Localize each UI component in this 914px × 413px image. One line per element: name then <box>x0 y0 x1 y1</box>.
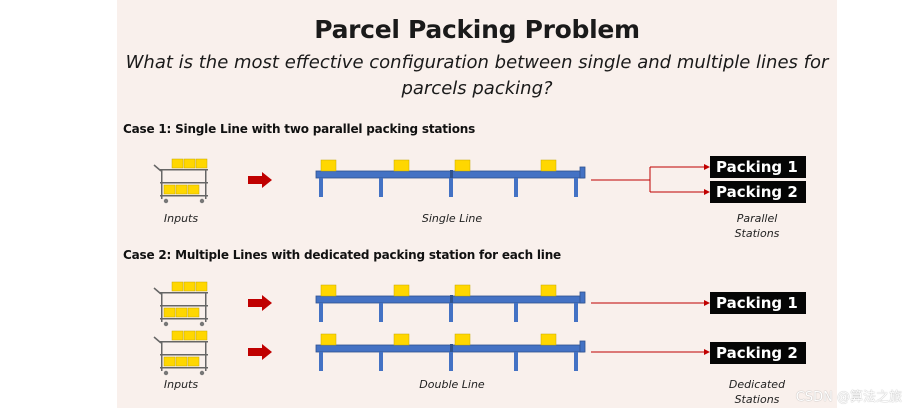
case-1-line-label: Single Line <box>421 212 483 225</box>
case-2-packing-station-1: Packing 1 <box>710 292 806 314</box>
page-title: Parcel Packing Problem <box>314 15 640 44</box>
input-cart-icon <box>153 158 209 204</box>
input-cart-icon <box>153 330 209 376</box>
case-1-stations-label-line-2: Stations <box>734 227 780 240</box>
case-2-stations-label: Dedicated Stations <box>729 377 785 407</box>
single-line-conveyor <box>315 159 586 198</box>
case-1-stations-label: Parallel Stations <box>735 211 780 241</box>
page-subtitle: What is the most effective configuration… <box>117 50 837 102</box>
slide-background <box>117 0 837 408</box>
case-2-packing-station-2: Packing 2 <box>710 342 806 364</box>
case-1-packing-station-1: Packing 1 <box>710 156 806 178</box>
line-2-conveyor <box>315 333 586 372</box>
case-2-stations-label-line-1: Dedicated <box>728 378 786 391</box>
watermark: CSDN @算法之旅 <box>795 390 902 405</box>
case-2-heading: Case 2: Multiple Lines with dedicated pa… <box>123 248 561 262</box>
case-1-inputs-label: Inputs <box>163 212 199 225</box>
case-2-line-label: Double Line <box>419 378 485 391</box>
flow-arrow-icon <box>248 344 272 360</box>
subtitle-line-1: What is the most effective configuration… <box>125 52 829 73</box>
subtitle-line-2: parcels packing? <box>401 78 553 99</box>
line-1-conveyor <box>315 284 586 323</box>
branch-connector <box>591 164 710 195</box>
case-1-stations-label-line-1: Parallel <box>736 212 778 225</box>
input-cart-icon <box>153 281 209 327</box>
flow-arrow-icon <box>248 172 272 188</box>
case-2-stations-label-line-2: Stations <box>734 393 780 406</box>
flow-arrow-icon <box>248 295 272 311</box>
case-1-heading: Case 1: Single Line with two parallel pa… <box>123 122 476 136</box>
case-1-packing-station-2: Packing 2 <box>710 181 806 203</box>
case-2-inputs-label: Inputs <box>163 378 199 391</box>
